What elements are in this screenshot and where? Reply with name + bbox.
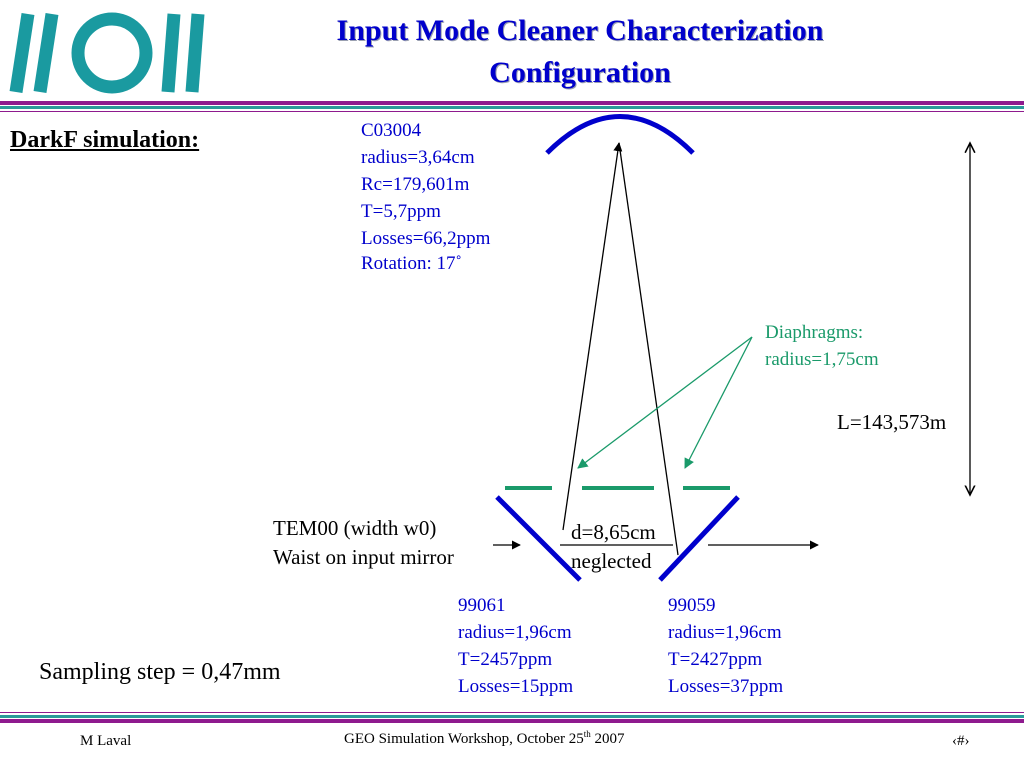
left-mirror-radius: radius=1,96cm [458, 622, 572, 643]
footer-author: M Laval [80, 733, 132, 749]
top-mirror-transmission: T=5,7ppm [361, 201, 441, 222]
title-line-1: Input Mode Cleaner Characterization [336, 14, 824, 47]
footer-event-sup: th [583, 729, 591, 739]
right-mirror-radius: radius=1,96cm [668, 622, 782, 643]
end-mirror-curved [545, 114, 695, 155]
header-rule-purple [0, 101, 1024, 105]
beam-waist: Waist on input mirror [273, 545, 454, 569]
title-line-2: Configuration [489, 56, 671, 89]
header-rule-thin [0, 111, 1024, 112]
footer-event-year: 2007 [590, 731, 625, 747]
right-mirror-label: 99059 radius=1,96cm T=2427ppm Losses=37p… [668, 592, 783, 700]
right-mirror-losses: Losses=37ppm [668, 676, 784, 697]
footer-page-number: ‹#› [952, 733, 970, 749]
footer-rule-teal [0, 715, 1024, 718]
output-mirror [658, 495, 740, 582]
separation-note: neglected [571, 549, 652, 573]
beam-mode: TEM00 (width w0) [273, 516, 437, 540]
top-mirror-rc: Rc=179,601m [361, 174, 470, 195]
beam-label: TEM00 (width w0) Waist on input mirror [273, 514, 454, 572]
separation-distance: d=8,65cm [571, 520, 656, 544]
separation-label: d=8,65cm neglected [571, 518, 656, 576]
footer-rule-thin [0, 712, 1024, 713]
left-mirror-label: 99061 radius=1,96cm T=2457ppm Losses=15p… [458, 592, 573, 700]
section-subtitle: DarkF simulation: [10, 127, 200, 153]
left-mirror-losses: Losses=15ppm [458, 676, 574, 697]
diaphragms-title: Diaphragms: [765, 322, 864, 343]
left-mirror-transmission: T=2457ppm [458, 649, 553, 670]
top-mirror-id: C03004 [361, 120, 422, 141]
diaphragm-pointer-left [577, 336, 753, 469]
top-mirror-losses: Losses=66,2ppm [361, 228, 491, 249]
footer-event-text: GEO Simulation Workshop, October 25 [344, 731, 584, 747]
top-mirror-radius: radius=3,64cm [361, 147, 475, 168]
input-mirror [495, 495, 582, 582]
sampling-step: Sampling step = 0,47mm [39, 659, 281, 685]
top-mirror-label: C03004 radius=3,64cm Rc=179,601m T=5,7pp… [361, 117, 490, 277]
header-rule-teal [0, 106, 1024, 109]
footer-rule-purple [0, 719, 1024, 723]
length-label: L=143,573m [837, 410, 947, 435]
top-mirror-rotation: Rotation: 17˚ [361, 253, 462, 274]
right-mirror-id: 99059 [668, 595, 716, 616]
left-mirror-id: 99061 [458, 595, 506, 616]
diaphragms-label: Diaphragms: radius=1,75cm [765, 319, 879, 373]
footer-event: GEO Simulation Workshop, October 25th 20… [344, 729, 625, 748]
beam-up-left [562, 142, 623, 531]
page-title: Input Mode Cleaner Characterization Conf… [250, 10, 910, 94]
right-mirror-transmission: T=2427ppm [668, 649, 763, 670]
diaphragms-radius: radius=1,75cm [765, 349, 879, 370]
logo-icon [9, 12, 205, 94]
beam-down-right [618, 142, 679, 556]
diaphragm-pointer-right [684, 336, 753, 469]
